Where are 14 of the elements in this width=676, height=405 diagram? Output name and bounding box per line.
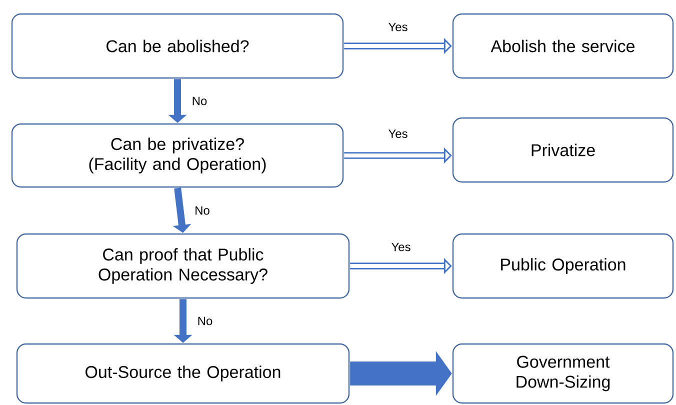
process-box: Public Operation xyxy=(452,233,674,299)
decision-box: Can be abolished? xyxy=(11,13,344,79)
process-box: Abolish the service xyxy=(452,13,674,79)
edge-label: No xyxy=(196,206,210,215)
edge-label: Yes xyxy=(388,22,408,32)
edge-label: No xyxy=(192,96,207,106)
process-box: Government Down-Sizing xyxy=(452,343,674,404)
edge-label: Yes xyxy=(388,130,408,138)
edge-label: No xyxy=(198,316,212,326)
process-box: Privatize xyxy=(452,117,674,183)
edge-label: Yes xyxy=(391,242,410,252)
decision-box: Can proof that Public Operation Necessary? xyxy=(16,233,350,299)
decision-box: Can be privatize? (Facility and Operation) xyxy=(11,123,344,188)
process-box: Out-Source the Operation xyxy=(16,343,350,404)
